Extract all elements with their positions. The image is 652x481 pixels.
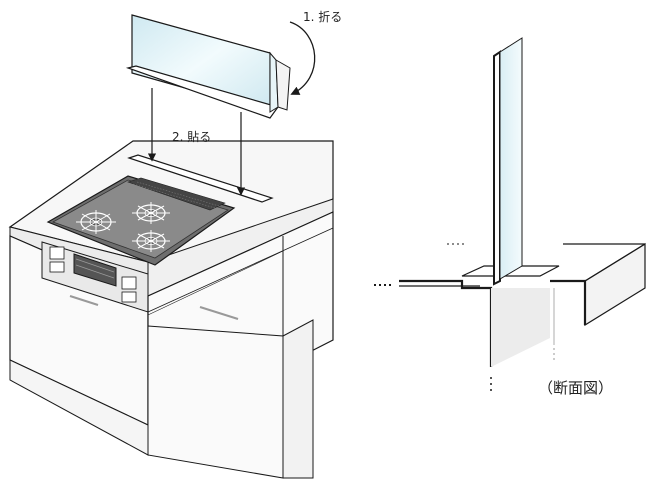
section-counter-profile-right xyxy=(550,279,587,325)
drawer-handle-left xyxy=(69,295,99,306)
section-panel-glass xyxy=(499,37,523,280)
control-buttons-left xyxy=(49,246,65,260)
section-counter-profile xyxy=(399,279,493,367)
burner-front-icon xyxy=(132,230,170,252)
step1-label: 1. 折る xyxy=(303,9,342,24)
kitchen-counter xyxy=(8,140,334,479)
burner-right-icon xyxy=(132,202,170,224)
control-buttons-left-2 xyxy=(49,261,65,273)
guard-panel xyxy=(125,14,291,119)
section-shade xyxy=(491,288,550,367)
section-panel-edge xyxy=(493,50,501,286)
control-buttons-right xyxy=(121,276,137,290)
cabinet-lower-front xyxy=(147,325,284,479)
burner-left-icon xyxy=(76,210,116,234)
guard-panel-glass xyxy=(131,14,271,113)
control-buttons-right-2 xyxy=(121,291,137,303)
cooktop-vent xyxy=(127,177,226,211)
section-label: （断面図） xyxy=(538,379,613,397)
mounting-slot xyxy=(127,154,274,203)
fold-arrow xyxy=(289,21,316,95)
cabinet-plinth xyxy=(9,359,149,456)
drawer-handle-right-1 xyxy=(199,306,239,320)
cabinet-lower-side xyxy=(282,319,314,479)
guard-panel-fold-tab xyxy=(275,59,291,111)
cross-section xyxy=(374,37,646,395)
step2-label: 2. 貼る xyxy=(172,129,211,144)
